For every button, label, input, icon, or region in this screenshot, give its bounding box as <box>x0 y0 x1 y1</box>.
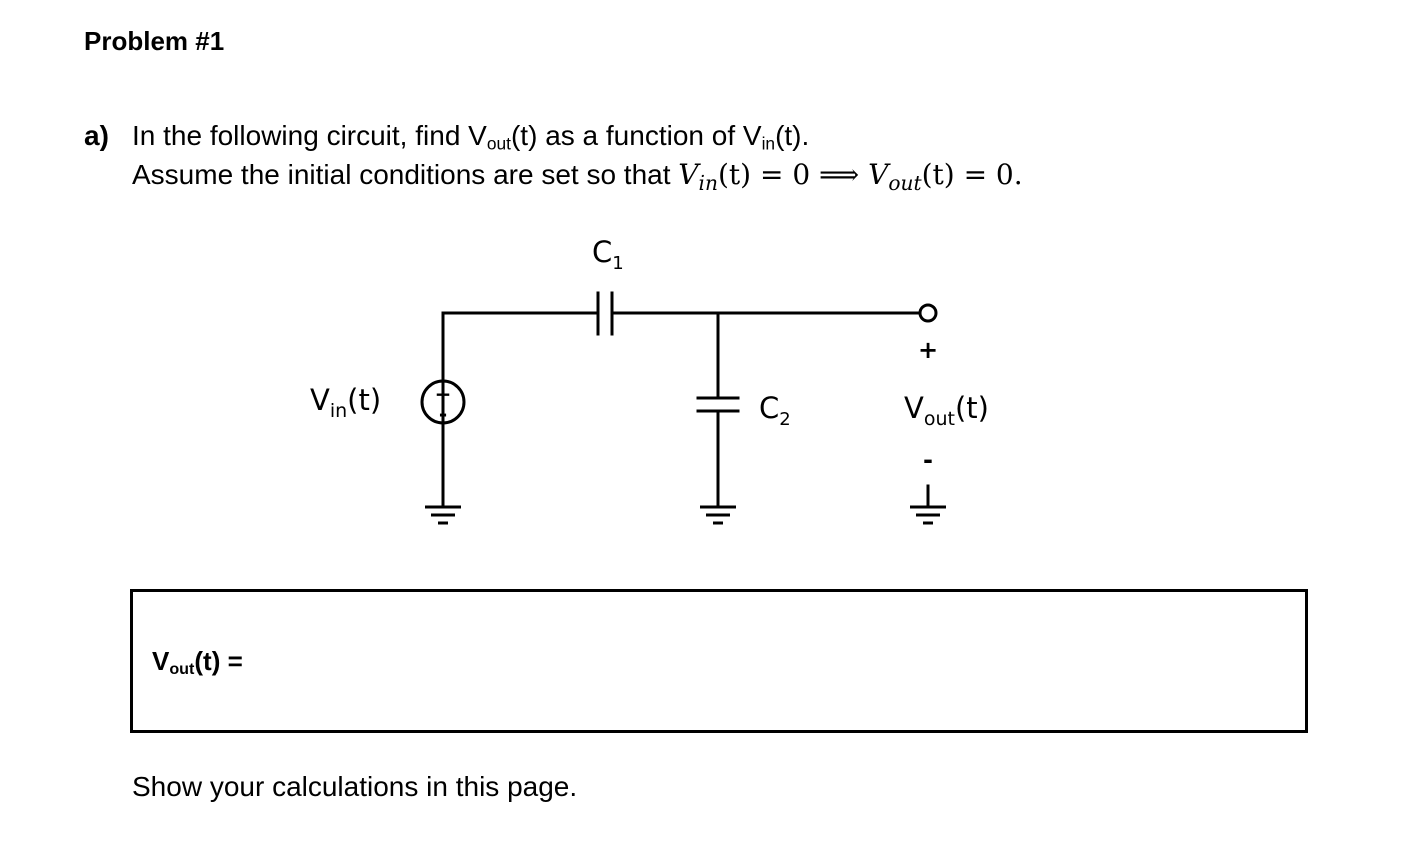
answer-sub-out: out <box>169 660 195 679</box>
eq-vout-sub: out <box>888 171 922 196</box>
q1-sub-in: in <box>761 133 776 154</box>
q1-text-a: In the following circuit, find V <box>132 120 487 151</box>
question-label: a) <box>84 120 109 151</box>
c1-label: C1 <box>592 235 624 274</box>
eq-t2: (t) <box>921 158 955 191</box>
q2-text: Assume the initial conditions are set so… <box>132 159 679 190</box>
eq-implies: = 0 ⟹ <box>751 158 869 191</box>
initial-condition-equation: Vin(t) = 0 ⟹ Vout(t) = 0. <box>678 158 1023 195</box>
answer-rest: (t) = <box>194 646 243 676</box>
q1-text-c: (t). <box>775 120 810 151</box>
answer-box[interactable] <box>130 589 1308 733</box>
ground-icon-source <box>425 505 461 525</box>
eq-vin-sub: in <box>698 171 718 196</box>
c2-label: C2 <box>759 391 791 430</box>
source-minus-sign: - <box>439 402 447 426</box>
output-terminal-icon <box>918 303 938 323</box>
question-line-2: Assume the initial conditions are set so… <box>132 158 1023 195</box>
eq-t1: (t) <box>717 158 752 191</box>
answer-label: Vout(t) = <box>152 646 243 679</box>
footer-instruction: Show your calculations in this page. <box>132 771 578 802</box>
answer-v: V <box>152 646 170 676</box>
problem-title: Problem #1 <box>84 26 225 56</box>
wire-source-to-c1 <box>441 311 600 422</box>
output-minus-sign: - <box>923 446 933 474</box>
vout-label: Vout(t) <box>904 391 989 430</box>
ground-icon-c2 <box>700 505 736 525</box>
vin-label: Vin(t) <box>310 383 381 422</box>
ground-icon-output <box>910 505 946 525</box>
source-plus-sign: + <box>435 382 452 406</box>
output-plus-sign: + <box>918 336 938 364</box>
q1-sub-out: out <box>486 133 511 154</box>
eq-vout: V <box>868 158 889 191</box>
q1-text-b: (t) as a function of V <box>510 120 762 151</box>
eq-end: = 0. <box>954 158 1023 191</box>
question-line-1: In the following circuit, find Vout(t) a… <box>132 120 809 154</box>
eq-vin: V <box>678 158 699 191</box>
